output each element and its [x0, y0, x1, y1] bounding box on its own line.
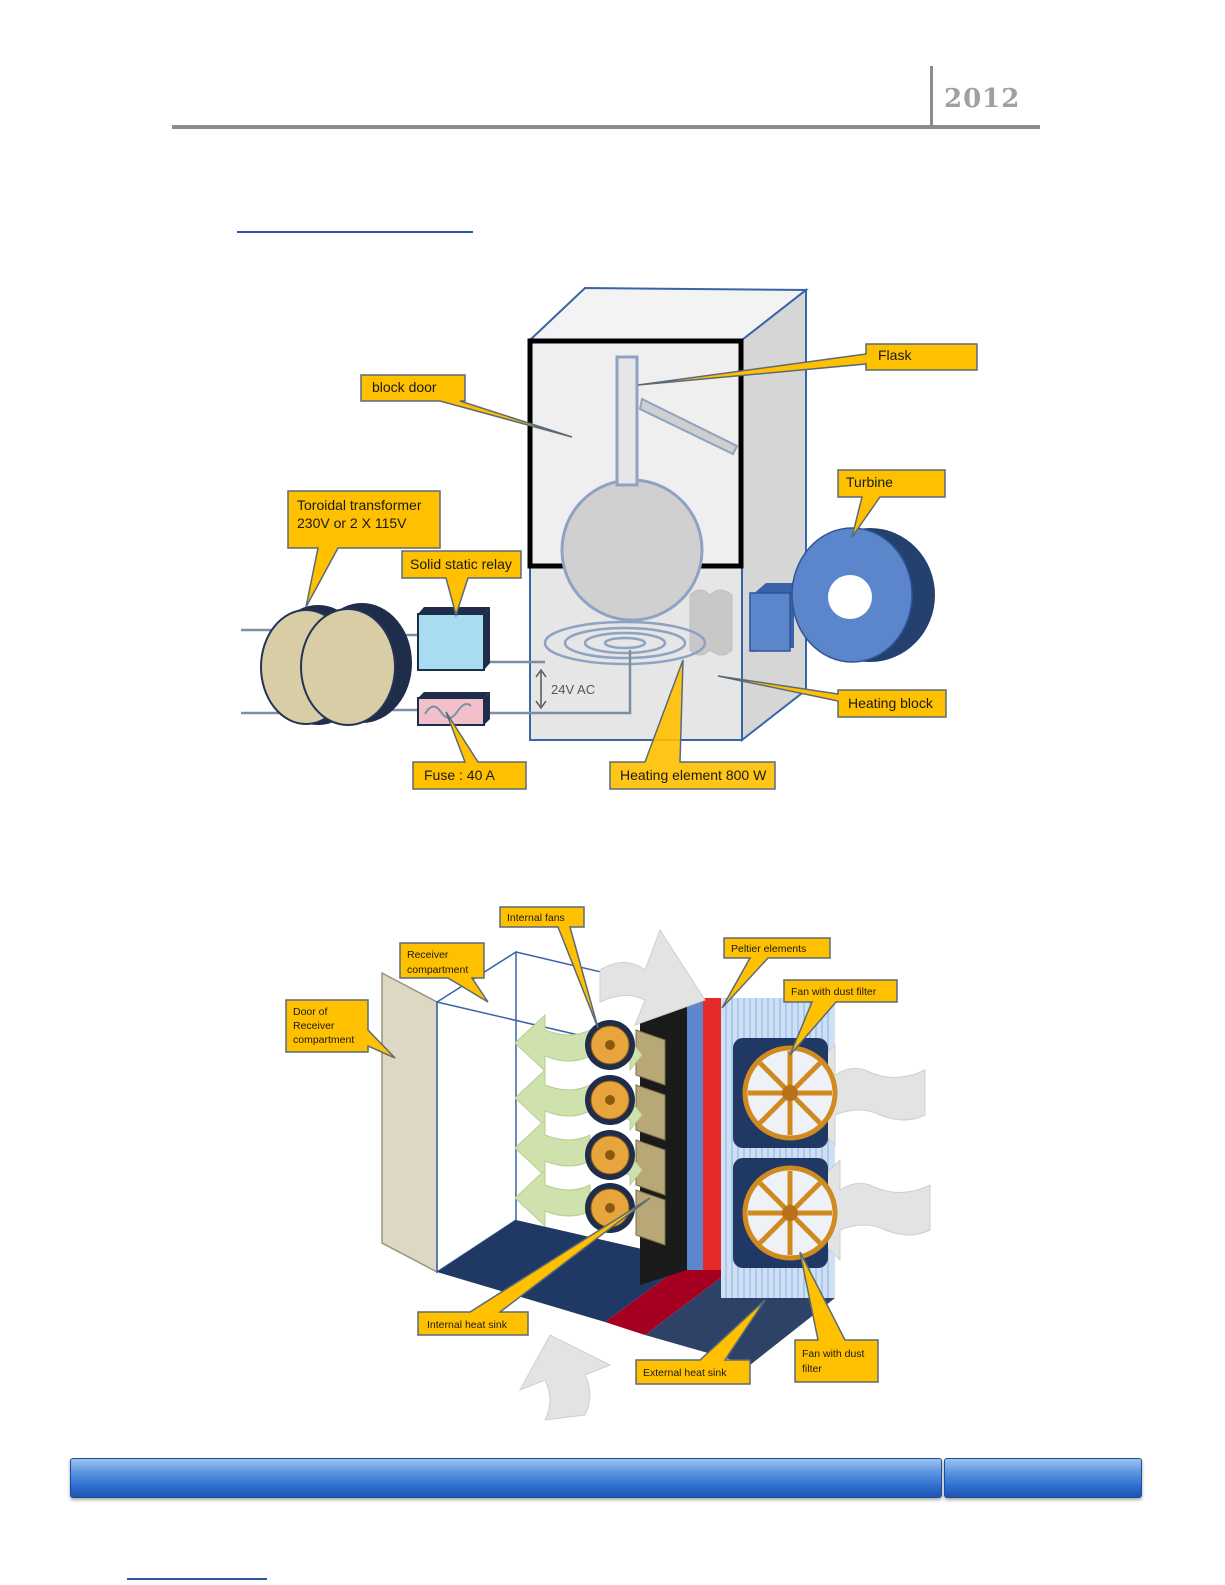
fuse-label: Fuse : 40 A [424, 767, 495, 783]
internal-fans [585, 1020, 635, 1233]
solid-state-relay [417, 607, 490, 671]
flask-sidearm [638, 397, 739, 456]
air-duct [689, 589, 733, 656]
door-label-line3: compartment [293, 1034, 354, 1046]
fan-filter-bottom-label-line1: Fan with dust [802, 1348, 865, 1360]
flask-bulb [560, 478, 704, 622]
callout-transformer: Toroidal transformer 230V or 2 X 115V [287, 490, 441, 608]
toroidal-transformer [260, 603, 412, 726]
transformer-label-line1: Toroidal transformer [297, 497, 422, 513]
cabinet-side [741, 287, 807, 743]
header-divider [930, 66, 933, 126]
peltier-cooling-diagram: Internal fans Peltier elements Receiver … [285, 906, 931, 1421]
callout-flask: Flask [637, 343, 978, 386]
callout-block-door: block door [360, 374, 573, 438]
door-label-line2: Receiver [293, 1020, 335, 1032]
callout-fan-filter-bottom: Fan with dust filter [794, 1251, 879, 1383]
external-fan-bottom [733, 1158, 838, 1268]
callout-fan-filter-top: Fan with dust filter [783, 979, 898, 1056]
callout-internal-heat-sink: Internal heat sink [417, 1197, 651, 1336]
callout-receiver: Receiver compartment [399, 942, 489, 1003]
callout-internal-fans: Internal fans [499, 906, 599, 1029]
internal-fan [585, 1020, 635, 1070]
transformer-label-line2: 230V or 2 X 115V [297, 515, 407, 531]
internal-fan [585, 1130, 635, 1180]
heating-coil [543, 620, 707, 666]
hyperlink-underline[interactable] [237, 231, 473, 233]
flask-neck [615, 355, 639, 487]
turbine-label: Turbine [846, 474, 893, 490]
fan-filter-bottom-label-line2: filter [802, 1363, 822, 1375]
header-year: 2012 [944, 84, 1021, 114]
callout-door: Door of Receiver compartment [285, 999, 396, 1059]
blue-plate [687, 998, 703, 1270]
callout-heating-block: Heating block [717, 675, 947, 718]
external-heat-sink-label: External heat sink [643, 1367, 727, 1379]
door-label-line1: Door of [293, 1006, 328, 1018]
fan-filter-top-label: Fan with dust filter [791, 986, 877, 998]
peltier-label: Peltier elements [731, 943, 806, 955]
internal-fans-label: Internal fans [507, 912, 565, 924]
internal-heat-sink [635, 1029, 666, 1246]
heating-block-diagram: 24V AC Flask block door Turbine [241, 286, 978, 790]
floor-internal [437, 1220, 690, 1322]
voltage-label: 24V AC [551, 682, 595, 697]
fuse [417, 692, 490, 726]
heating-element-label: Heating element 800 W [620, 767, 767, 783]
receiver-label-line1: Receiver [407, 949, 449, 961]
relay-label: Solid static relay [410, 556, 512, 572]
floor-peltier [605, 1260, 730, 1335]
footer-hyperlink-underline[interactable] [127, 1578, 267, 1580]
internal-fan [585, 1075, 635, 1125]
callout-relay: Solid static relay [401, 550, 522, 618]
footer-page-box [944, 1458, 1142, 1498]
header-rule [172, 125, 1040, 129]
callout-external-heat-sink: External heat sink [635, 1299, 766, 1385]
block-door-label: block door [372, 379, 437, 395]
callout-fuse: Fuse : 40 A [412, 711, 527, 790]
receiver-door [381, 971, 438, 1274]
turbine [749, 527, 935, 663]
footer-bar [70, 1458, 942, 1498]
callout-turbine: Turbine [837, 469, 946, 538]
receiver-label-line2: compartment [407, 964, 468, 976]
callout-heating-element: Heating element 800 W [609, 659, 776, 790]
internal-heat-sink-label: Internal heat sink [427, 1319, 508, 1331]
heating-block-label: Heating block [848, 695, 934, 711]
callout-peltier: Peltier elements [721, 937, 831, 1009]
external-fan-top [733, 1038, 838, 1148]
peltier-strip [703, 998, 721, 1270]
flask-label: Flask [878, 347, 912, 363]
voltage-arrow [535, 668, 547, 710]
